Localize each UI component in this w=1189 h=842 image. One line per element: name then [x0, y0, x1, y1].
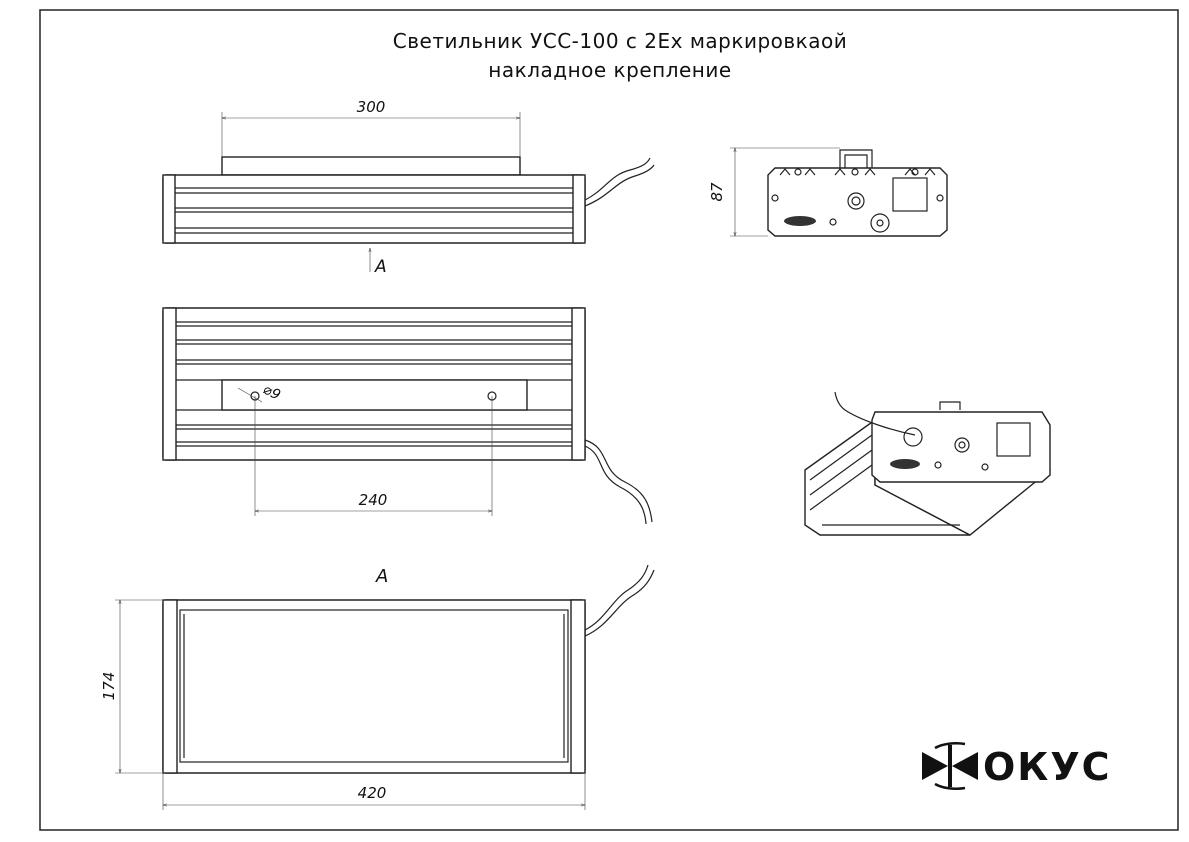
hole-diameter-label: ⌀9 — [260, 381, 283, 403]
dimension-240: 240 — [254, 396, 493, 516]
title-line-2: накладное крепление — [488, 58, 731, 82]
title-block: Светильник УСС-100 с 2Ex маркировкаой на… — [393, 29, 847, 82]
drawing-frame — [39, 9, 1179, 831]
view-a-title: A — [375, 566, 388, 587]
view-arrow-label: A — [374, 257, 387, 277]
view-arrow-a: A — [370, 248, 387, 277]
end-view: 87 — [708, 147, 948, 237]
dimension-label: 174 — [100, 672, 118, 701]
dimension-300: 300 — [221, 98, 521, 157]
logo-text: ОКУС — [983, 745, 1112, 789]
dimension-label: 300 — [357, 98, 386, 116]
dimension-label: 240 — [359, 491, 388, 509]
isometric-view — [804, 391, 1051, 536]
view-a: A 174 420 — [100, 564, 655, 810]
top-view: ⌀9 240 — [162, 307, 653, 525]
company-logo: ОКУС — [922, 742, 1112, 790]
dimension-label: 420 — [358, 784, 387, 802]
dimension-87: 87 — [708, 147, 840, 237]
dimension-174: 174 — [100, 599, 163, 774]
side-view: 300 A — [162, 98, 655, 277]
dimension-label: 87 — [708, 182, 726, 202]
dimension-420: 420 — [162, 773, 586, 810]
title-line-1: Светильник УСС-100 с 2Ex маркировкаой — [393, 29, 847, 53]
